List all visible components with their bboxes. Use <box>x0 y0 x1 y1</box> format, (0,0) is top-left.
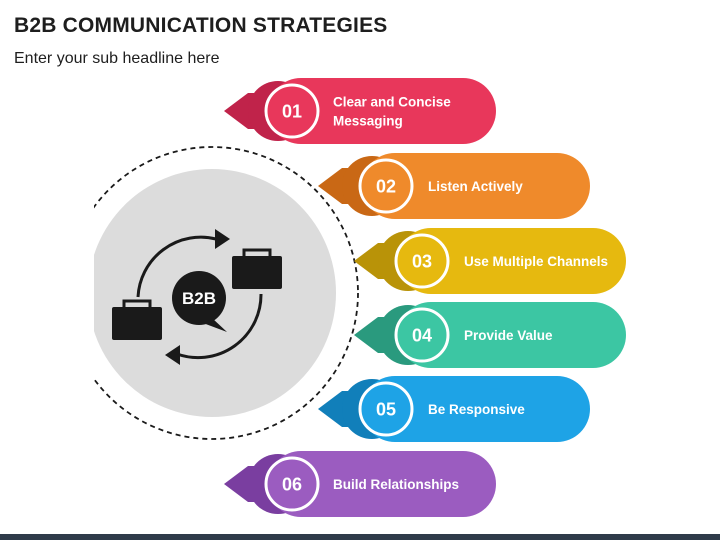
center-graphic: B2B <box>91 146 359 440</box>
number-circle <box>358 158 414 214</box>
strategy-label: Build Relationships <box>333 477 459 492</box>
strategy-item-04: 04 Provide Value <box>354 302 626 368</box>
strategy-label: Messaging <box>333 114 403 129</box>
strategy-item-02: 02 Listen Actively <box>318 153 590 219</box>
strategy-number: 05 <box>376 400 396 420</box>
number-circle <box>264 456 320 512</box>
strategy-pill <box>362 376 590 442</box>
bottom-bar <box>0 534 720 540</box>
number-circle <box>394 233 450 289</box>
page-subtitle: Enter your sub headline here <box>14 50 220 67</box>
number-circle <box>394 307 450 363</box>
strategy-number: 02 <box>376 177 396 197</box>
arrow-head-bottom-icon <box>165 345 180 365</box>
strategy-label: Provide Value <box>464 328 553 343</box>
number-circle <box>358 381 414 437</box>
strategy-number: 04 <box>412 326 432 346</box>
strategy-number: 01 <box>282 102 302 122</box>
strategy-item-05: 05 Be Responsive <box>318 376 590 442</box>
strategy-label: Listen Actively <box>428 179 523 194</box>
arrow-head-top-icon <box>215 229 230 249</box>
strategy-pill <box>398 302 626 368</box>
b2b-badge-text: B2B <box>182 289 216 308</box>
strategy-pill <box>398 228 626 294</box>
strategy-number: 06 <box>282 475 302 495</box>
strategy-number: 03 <box>412 252 432 272</box>
b2b-speech-bubble-icon: B2B <box>172 271 227 332</box>
number-circle <box>264 83 320 139</box>
strategy-label: Use Multiple Channels <box>464 254 608 269</box>
strategy-pill <box>268 78 496 144</box>
cycle-arrows-icon <box>136 235 263 360</box>
strategy-item-06: 06 Build Relationships <box>224 451 496 517</box>
strategy-label: Be Responsive <box>428 402 525 417</box>
briefcase-right-icon <box>232 248 282 289</box>
strategy-label: Clear and Concise <box>333 95 451 110</box>
dashed-ring <box>93 146 359 440</box>
strategy-pill <box>268 451 496 517</box>
page-title: B2B COMMUNICATION STRATEGIES <box>14 14 388 37</box>
strategy-pill <box>362 153 590 219</box>
briefcase-left-icon <box>112 299 162 340</box>
strategy-item-03: 03 Use Multiple Channels <box>354 228 626 294</box>
